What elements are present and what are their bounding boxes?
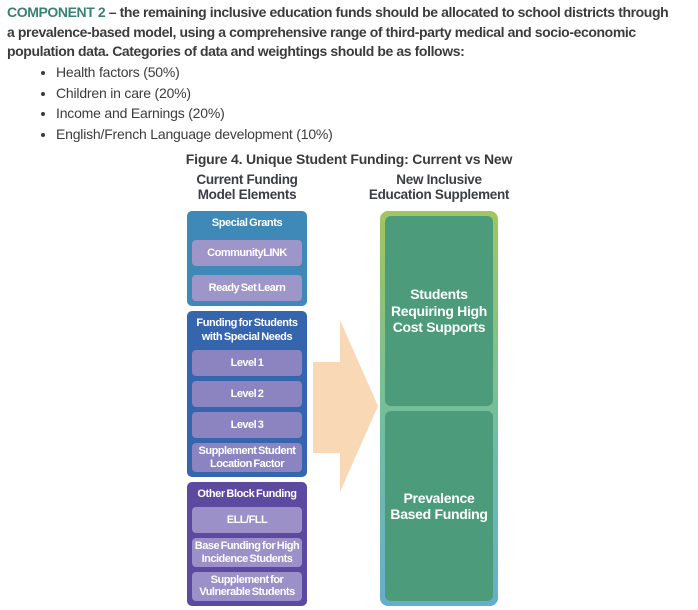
funding-element-box: Supplement Student Location Factor	[192, 443, 302, 472]
funding-element-box: Level 1	[192, 350, 302, 376]
component-2-label: COMPONENT 2	[7, 4, 106, 20]
high-cost-supports-box: Students Requiring High Cost Supports	[385, 216, 493, 406]
new-supplement-column-header: New Inclusive Education Supplement	[359, 172, 519, 202]
prevalence-based-funding-box: Prevalence Based Funding	[385, 411, 493, 601]
funding-element-box: ELL/FLL	[192, 507, 302, 534]
figure-title: Figure 4. Unique Student Funding: Curren…	[185, 151, 513, 167]
column-header-line: Education Supplement	[368, 187, 510, 202]
funding-element-box: Supplement for Vulnerable Students	[192, 571, 302, 601]
paragraph-line-3: population data. Categories of data and …	[7, 43, 465, 59]
special-grants-group: Special Grants CommunityLINK Ready Set L…	[187, 211, 307, 306]
weightings-bullet-list: Health factors (50%) Children in care (2…	[0, 62, 333, 144]
paragraph-line-1: COMPONENT 2 – the remaining inclusive ed…	[7, 3, 695, 23]
new-supplement-column: Students Requiring High Cost Supports Pr…	[380, 211, 498, 606]
list-item: Income and Earnings (20%)	[56, 103, 333, 124]
funding-element-box: CommunityLINK	[192, 240, 302, 267]
group-title: Other Block Funding	[197, 488, 297, 500]
column-header-line: New Inclusive	[396, 172, 482, 187]
list-item: Children in care (20%)	[56, 83, 333, 104]
column-header-line: Current Funding	[196, 172, 298, 187]
current-funding-column-header: Current Funding Model Elements	[167, 172, 327, 202]
other-block-funding-group: Other Block Funding ELL/FLL Base Funding…	[187, 482, 307, 606]
funding-element-box: Level 3	[192, 412, 302, 438]
funding-element-box: Base Funding for High Incidence Students	[192, 538, 302, 568]
paragraph-line-1-text: – the remaining inclusive education fund…	[108, 4, 669, 20]
paragraph-line-2: a prevalence-based model, using a compre…	[7, 23, 636, 40]
funding-element-box: Level 2	[192, 381, 302, 407]
list-item: Health factors (50%)	[56, 62, 333, 83]
special-needs-group: Funding for Students with Special Needs …	[187, 311, 307, 477]
funding-element-box: Ready Set Learn	[192, 275, 302, 301]
group-title: Special Grants	[211, 217, 283, 229]
column-header-line: Model Elements	[197, 187, 297, 202]
component-2-paragraph: COMPONENT 2 – the remaining inclusive ed…	[7, 3, 695, 62]
group-title: Funding for Students with Special Needs	[196, 317, 298, 343]
list-item: English/French Language development (10%…	[56, 124, 333, 145]
right-arrow-icon	[313, 320, 378, 492]
